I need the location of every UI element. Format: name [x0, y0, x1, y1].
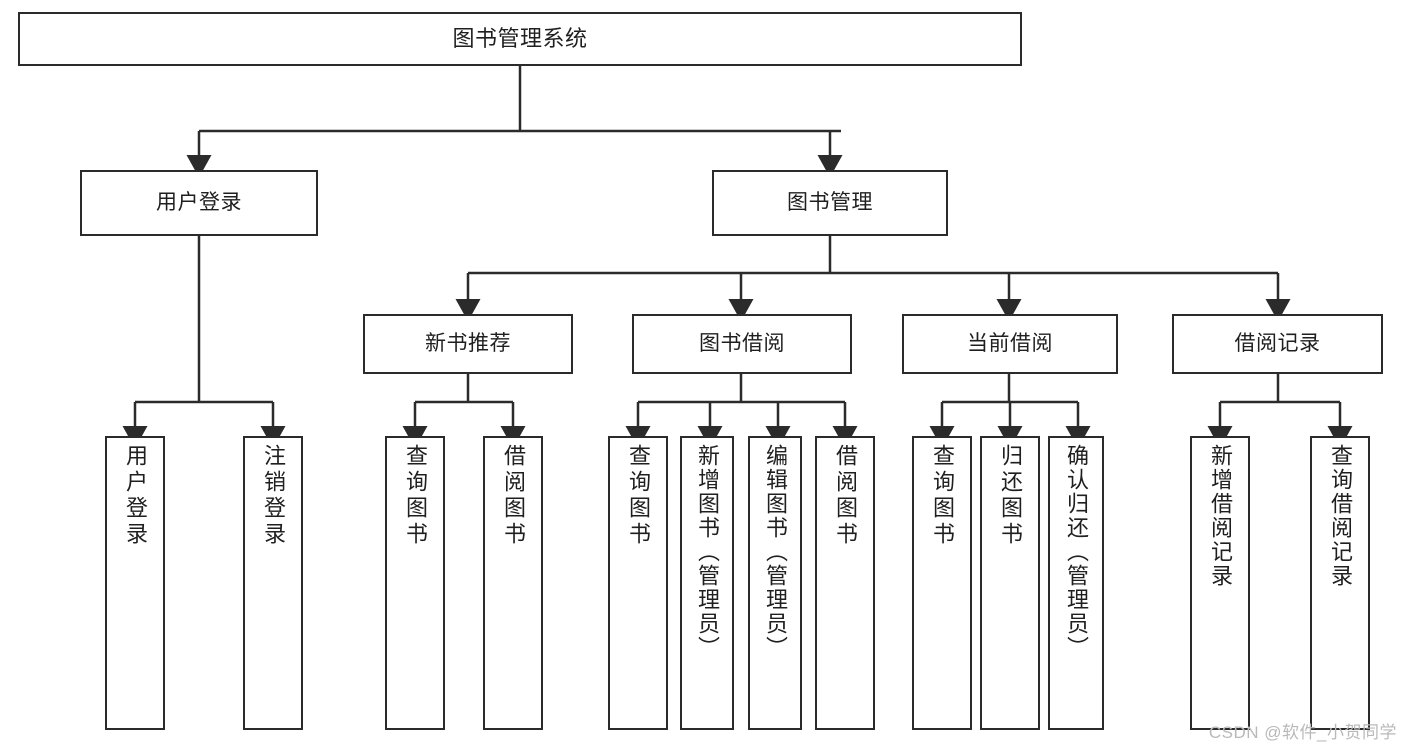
leaf-return-books[interactable]: 归还图书: [980, 436, 1040, 730]
node-label: 当前借阅: [967, 331, 1053, 355]
node-label: 新增图书（管理员）: [695, 444, 720, 660]
leaf-add-book-admin[interactable]: 新增图书（管理员）: [680, 436, 734, 730]
node-label: 图书借阅: [699, 331, 785, 355]
leaf-query-books-current[interactable]: 查询图书: [912, 436, 972, 730]
node-label: 查询图书: [626, 444, 651, 548]
node-label: 用户登录: [156, 190, 242, 214]
leaf-add-borrow-record[interactable]: 新增借阅记录: [1190, 436, 1250, 730]
node-book-management[interactable]: 图书管理: [712, 170, 948, 236]
node-borrow-records[interactable]: 借阅记录: [1172, 314, 1383, 374]
leaf-query-books-newbook[interactable]: 查询图书: [385, 436, 445, 730]
node-label: 借阅图书: [833, 444, 858, 548]
leaf-borrow-books-borrow[interactable]: 借阅图书: [815, 436, 875, 730]
node-label: 查询借阅记录: [1328, 444, 1353, 588]
node-label: 确认归还（管理员）: [1064, 444, 1089, 660]
node-label: 用户登录: [123, 444, 148, 548]
node-label: 新增借阅记录: [1208, 444, 1233, 588]
leaf-edit-book-admin[interactable]: 编辑图书（管理员）: [748, 436, 802, 730]
node-current-borrowing[interactable]: 当前借阅: [902, 314, 1118, 374]
node-new-book-recommendation[interactable]: 新书推荐: [363, 314, 573, 374]
leaf-query-books-borrow[interactable]: 查询图书: [608, 436, 668, 730]
node-book-borrowing[interactable]: 图书借阅: [632, 314, 852, 374]
node-label: 查询图书: [403, 444, 428, 548]
node-label: 借阅记录: [1234, 331, 1321, 355]
node-label: 借阅图书: [501, 444, 526, 548]
leaf-logout[interactable]: 注销登录: [243, 436, 303, 730]
leaf-user-login[interactable]: 用户登录: [105, 436, 165, 730]
leaf-borrow-books-newbook[interactable]: 借阅图书: [483, 436, 543, 730]
node-label: 图书管理系统: [452, 26, 588, 52]
node-label: 编辑图书（管理员）: [763, 444, 788, 660]
node-label: 图书管理: [787, 190, 873, 214]
node-label: 注销登录: [261, 444, 286, 548]
node-root-book-management-system[interactable]: 图书管理系统: [18, 12, 1022, 66]
node-label: 归还图书: [998, 444, 1023, 548]
node-label: 查询图书: [930, 444, 955, 548]
leaf-confirm-return-admin[interactable]: 确认归还（管理员）: [1048, 436, 1104, 730]
node-user-login[interactable]: 用户登录: [80, 170, 318, 236]
node-label: 新书推荐: [425, 331, 511, 355]
csdn-watermark: CSDN @软件_小贺同学: [1208, 723, 1397, 742]
leaf-query-borrow-record[interactable]: 查询借阅记录: [1310, 436, 1370, 730]
